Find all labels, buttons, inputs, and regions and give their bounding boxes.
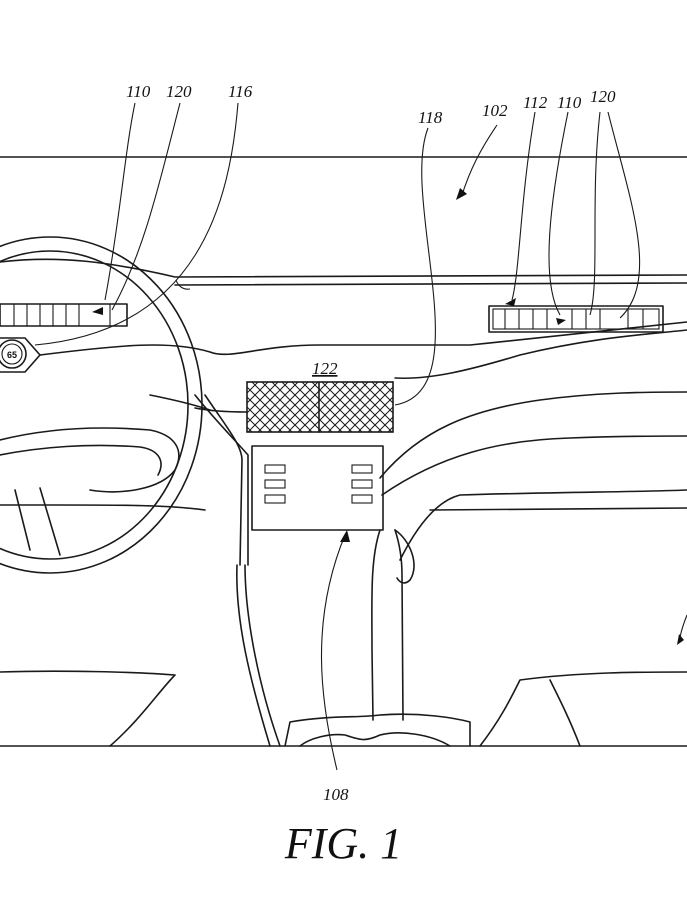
steering-wheel xyxy=(0,236,203,574)
windshield-frame xyxy=(0,156,687,747)
center-stack xyxy=(194,394,415,747)
dashboard xyxy=(0,258,687,561)
right-indicator-bar xyxy=(488,305,664,333)
speedometer-value: 65 xyxy=(7,350,17,360)
speedometer: 65 xyxy=(0,337,41,373)
control-panel xyxy=(251,445,384,531)
numeral-102: 102 xyxy=(482,101,508,120)
center-display xyxy=(194,381,394,433)
numeral-116: 116 xyxy=(228,82,253,101)
numeral-108: 108 xyxy=(323,785,349,804)
numeral-122: 122 xyxy=(312,359,338,378)
leader-lines xyxy=(34,102,687,771)
left-indicator-bar xyxy=(0,303,128,327)
numeral-110-left: 110 xyxy=(126,82,151,101)
reference-numerals: 110 120 116 118 102 112 110 120 122 108 xyxy=(126,82,616,804)
figure-caption: FIG. 1 xyxy=(284,819,403,868)
numeral-120-left: 120 xyxy=(166,82,192,101)
arrowheads xyxy=(92,188,684,645)
numeral-110-right: 110 xyxy=(557,93,582,112)
numeral-120-right: 120 xyxy=(590,87,616,106)
numeral-112: 112 xyxy=(523,93,548,112)
seats xyxy=(0,670,687,747)
numeral-118: 118 xyxy=(418,108,443,127)
